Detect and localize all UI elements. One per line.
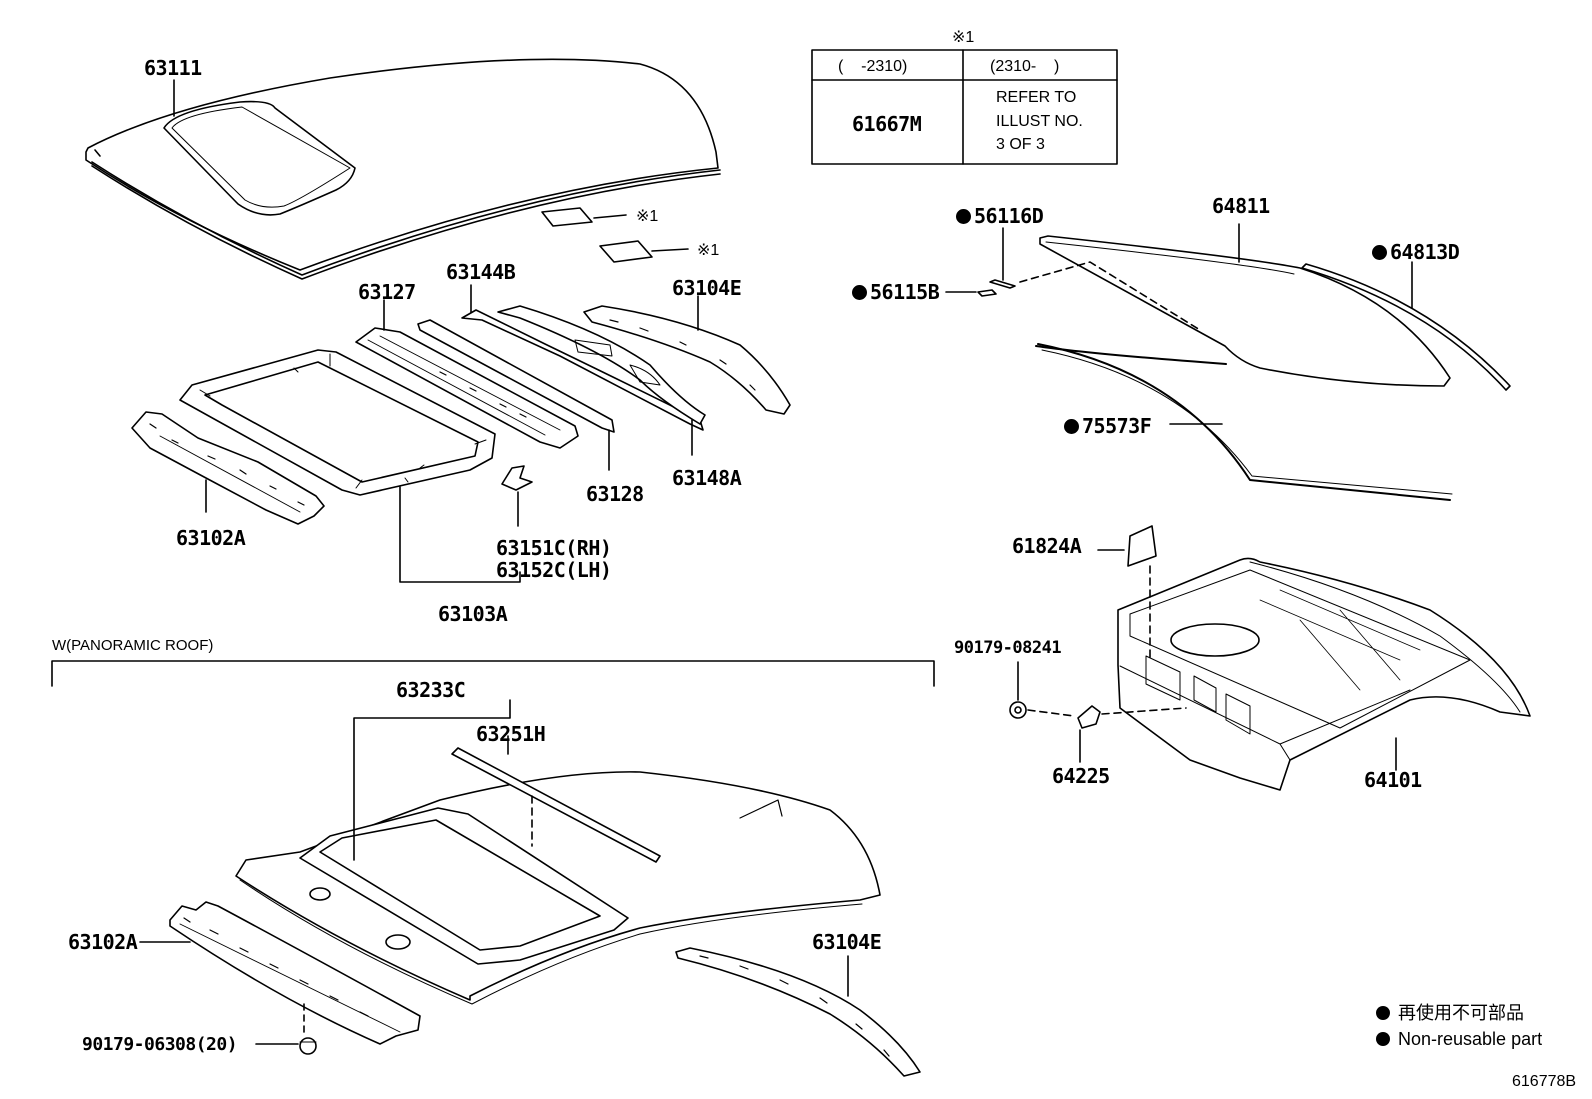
- diagram-id: 616778B: [1512, 1073, 1577, 1090]
- label-63152C: 63152C(LH): [496, 558, 612, 582]
- roof-panel-63111-drawing: [85, 58, 721, 280]
- table-refer-line-1: REFER TO: [996, 89, 1077, 106]
- label-63104E-bottom: 63104E: [812, 930, 882, 954]
- table-part-61667M: 61667M: [852, 112, 922, 136]
- label-63233C: 63233C: [396, 678, 466, 702]
- label-63127: 63127: [358, 280, 416, 304]
- label-90179-06308: 90179-06308(20): [82, 1034, 238, 1055]
- label-63148A: 63148A: [672, 466, 742, 490]
- back-window-64811-drawing: [1039, 235, 1451, 387]
- table-col1-header: ( -2310): [838, 58, 908, 75]
- table-mark: ※1: [952, 29, 975, 46]
- non-reusable-dot-icon: [1064, 419, 1079, 434]
- label-56116D: 56116D: [956, 204, 1044, 228]
- table-col2-header: (2310- ): [990, 58, 1060, 75]
- label-56115B-text: 56115B: [870, 280, 940, 304]
- label-56116D-text: 56116D: [974, 204, 1044, 228]
- reference-table-box: [811, 49, 1118, 165]
- label-63102A-top: 63102A: [176, 526, 246, 550]
- label-75573F-text: 75573F: [1082, 414, 1152, 438]
- pad-2: [599, 240, 653, 263]
- sunroof-frame-63103A-drawing: [179, 349, 496, 496]
- non-reusable-dot-icon: [1376, 1032, 1390, 1046]
- table-refer-line-3: 3 OF 3: [996, 136, 1045, 153]
- label-90179-08241: 90179-08241: [954, 638, 1062, 658]
- label-63251H: 63251H: [476, 722, 546, 746]
- back-panel-64101-drawing: [1117, 557, 1531, 791]
- panoramic-roof-63233C-drawing: [235, 771, 881, 1005]
- header-63102A-top-drawing: [131, 411, 325, 525]
- label-64225: 64225: [1052, 764, 1110, 788]
- label-64813D-text: 64813D: [1390, 240, 1460, 264]
- non-reusable-dot-icon: [1372, 245, 1387, 260]
- pad-1: [541, 207, 593, 227]
- non-reusable-dot-icon: [956, 209, 971, 224]
- label-63144B: 63144B: [446, 260, 516, 284]
- label-56115B: 56115B: [852, 280, 940, 304]
- label-64811: 64811: [1212, 194, 1270, 218]
- section-title-panoramic-roof: W(PANORAMIC ROOF): [52, 637, 214, 654]
- label-63128: 63128: [586, 482, 644, 506]
- label-63151C: 63151C(RH): [496, 536, 612, 560]
- reinforcement-63148A-drawing: [461, 305, 706, 431]
- legend-jp-text: 再使用不可部品: [1398, 1003, 1524, 1023]
- header-63104E-bottom-drawing: [675, 947, 921, 1077]
- label-63102A-bottom: 63102A: [68, 930, 138, 954]
- label-61824A: 61824A: [1012, 534, 1082, 558]
- legend-jp: 再使用不可部品: [1376, 1004, 1524, 1022]
- note-mark-1: ※1: [636, 208, 659, 225]
- bracket-63151C-drawing: [501, 465, 533, 491]
- label-64813D: 64813D: [1372, 240, 1460, 264]
- note-mark-2: ※1: [697, 242, 720, 259]
- label-63111: 63111: [144, 56, 202, 80]
- legend-en: Non-reusable part: [1376, 1030, 1542, 1048]
- label-64101: 64101: [1364, 768, 1422, 792]
- table-refer-line-2: ILLUST NO.: [996, 113, 1083, 130]
- header-63102A-bottom-drawing: [169, 901, 421, 1045]
- label-63104E-top: 63104E: [672, 276, 742, 300]
- header-63104E-top-drawing: [583, 305, 791, 415]
- non-reusable-dot-icon: [852, 285, 867, 300]
- rail-63127-drawing: [355, 327, 579, 449]
- non-reusable-dot-icon: [1376, 1006, 1390, 1020]
- label-63103A: 63103A: [438, 602, 508, 626]
- label-75573F: 75573F: [1064, 414, 1152, 438]
- legend-en-text: Non-reusable part: [1398, 1029, 1543, 1049]
